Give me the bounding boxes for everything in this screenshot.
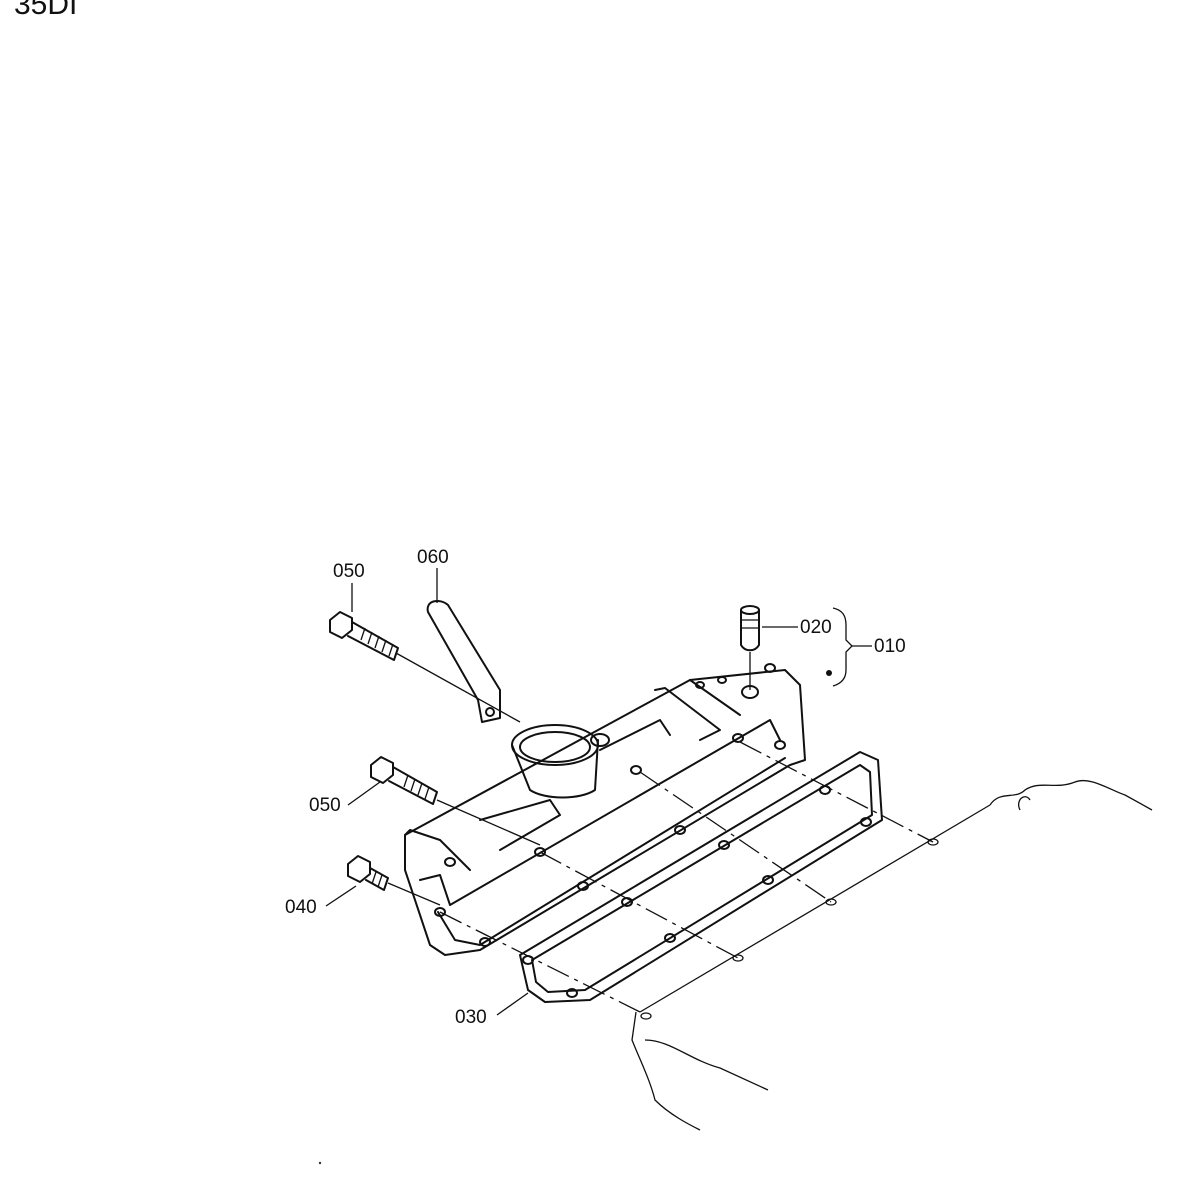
callout-050-middle: 050 (309, 795, 341, 816)
callout-030: 030 (455, 1007, 487, 1028)
bolt-050-upper (329, 611, 399, 661)
corner-label: 35DI (14, 0, 78, 21)
leader-lines (325, 568, 872, 1016)
callout-020: 020 (800, 617, 832, 638)
callout-060: 060 (417, 547, 449, 568)
intake-manifold (404, 663, 832, 956)
stud-020 (740, 605, 760, 652)
bolt-040 (347, 855, 389, 891)
engine-block-outline (631, 779, 1153, 1131)
assembly-lines (387, 652, 934, 1013)
hanger-bracket (426, 599, 501, 723)
bolt-050-middle (370, 756, 438, 805)
callout-040: 040 (285, 897, 317, 918)
callout-050-upper: 050 (333, 561, 365, 582)
callout-010: 010 (874, 636, 906, 657)
manifold-gasket (519, 751, 883, 1003)
stray-dot (318, 1161, 322, 1165)
